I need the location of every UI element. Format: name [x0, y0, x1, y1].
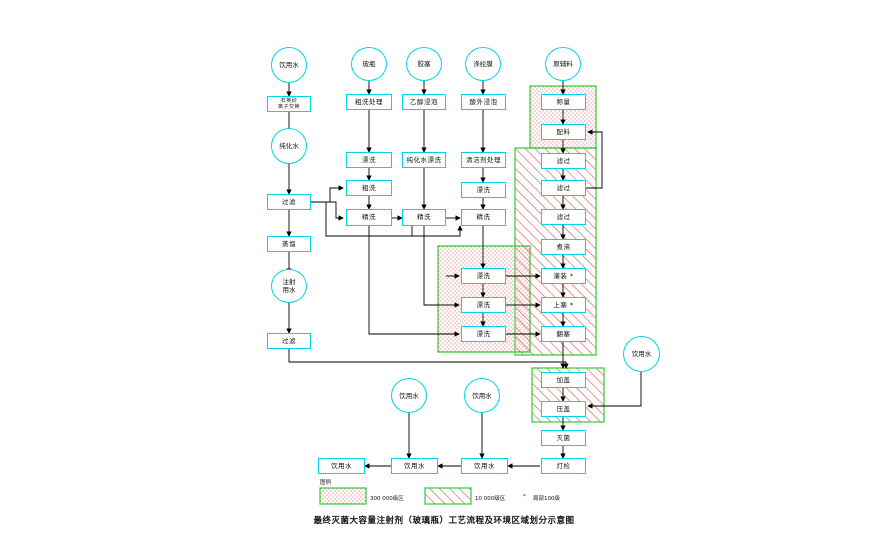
inspect-box: 灯检 — [541, 458, 586, 474]
bottle-fine-rinse-box: 精洗 — [346, 209, 392, 226]
diagram-caption: 最终灭菌大容量注射剂（玻璃瓶）工艺流程及环境区域划分示意图 — [313, 516, 575, 526]
filter-injection-water-box: 过滤 — [267, 333, 311, 349]
film-fine-rinse-box: 精洗 — [461, 209, 506, 226]
purified-water-node: 纯化水 — [271, 128, 307, 164]
legend-item-300000: 300 000级区 — [370, 496, 404, 502]
glass-bottle-source: 玻瓶 — [351, 47, 387, 81]
dispense-box: 配料 — [541, 124, 586, 140]
distill-box: 蒸馏 — [267, 236, 311, 252]
drinking-water-right: 饮用水 — [623, 336, 660, 372]
drinking-water-bottom-2: 饮用水 — [464, 378, 500, 413]
water-for-injection-node: 注射 用水 — [271, 269, 307, 303]
legend-swatch-300000 — [319, 487, 367, 505]
rinse-b-box: 漂洗 — [461, 297, 506, 313]
film-rinse-box: 漂洗 — [461, 182, 506, 198]
flow-connectors — [286, 79, 642, 469]
filter-3-box: 滤过 — [541, 180, 586, 196]
stopper-insert-box: 上塞 * — [541, 297, 586, 313]
filter-2-box: 滤过 — [541, 153, 586, 169]
ion-exchange-box: 石英砂 离子交换 — [267, 96, 311, 112]
filter-4-box: 滤过 — [541, 209, 586, 225]
water-pack-1-box: 饮用水 — [318, 458, 365, 474]
water-pack-3-box: 饮用水 — [461, 458, 508, 474]
raw-material-source: 原辅料 — [545, 47, 581, 81]
rinse-c-box: 漂洗 — [461, 326, 506, 342]
ethanol-soak-box: 乙醇浸泡 — [402, 94, 446, 110]
rough-wash-box: 粗洗处理 — [346, 94, 392, 110]
legend-item-10000: 10 000级区 — [475, 496, 506, 502]
acid-soak-box: 酸外浸泡 — [461, 94, 506, 110]
film-source: 涤纶膜 — [465, 47, 501, 81]
stopper-fine-rinse-box: 精洗 — [402, 209, 446, 226]
bottle-rinse-box: 漂洗 — [346, 152, 392, 168]
legend-swatch-10000 — [424, 487, 472, 505]
seal-box: 翻塞 — [541, 326, 586, 342]
fill-box: 灌装 * — [541, 268, 586, 284]
heat-box: 煮沸 — [541, 239, 586, 255]
surfactant-treatment-box: 清洁剂处理 — [461, 152, 506, 168]
crimp-box: 压盖 — [541, 401, 586, 417]
cap-box: 加盖 — [541, 372, 586, 388]
legend-item-100-mark: * — [523, 494, 526, 500]
filter-pure-water-box: 过滤 — [267, 194, 311, 210]
sterilize-box: 灭菌 — [541, 430, 586, 446]
legend-item-100: 局部100级 — [533, 496, 560, 502]
drinking-water-source-1: 饮用水 — [271, 47, 307, 83]
drinking-water-bottom-1: 饮用水 — [391, 378, 427, 413]
weigh-box: 称量 — [541, 94, 586, 110]
pure-water-rinse-box: 纯化水漂洗 — [402, 152, 446, 168]
legend-label: 图例 — [320, 480, 332, 486]
rubber-stopper-source: 胶塞 — [406, 47, 442, 81]
rinse-a-box: 漂洗 — [461, 268, 506, 284]
bottle-washer-box: 粗洗 — [346, 180, 392, 196]
water-pack-2-box: 饮用水 — [391, 458, 438, 474]
